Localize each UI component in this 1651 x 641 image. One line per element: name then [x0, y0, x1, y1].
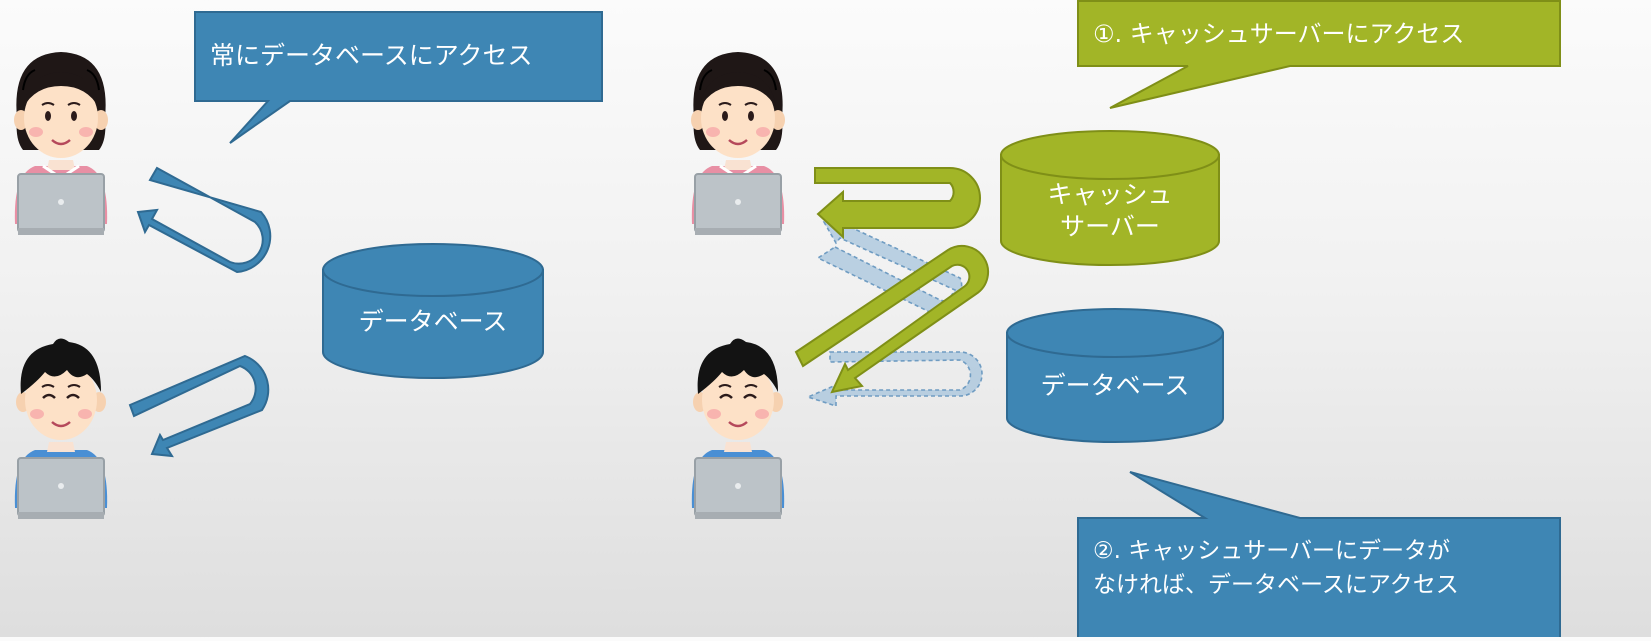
left-database-label: データベース — [359, 307, 508, 336]
right-database-label: データベース — [1041, 371, 1190, 400]
cache-server-label-line2: サーバー — [1060, 212, 1160, 241]
female-user-icon — [12, 50, 110, 237]
right-database-cylinder — [1006, 308, 1224, 443]
step2-callout-text-line1: ②. キャッシュサーバーにデータが — [1093, 538, 1450, 564]
step1-callout-bubble — [1077, 0, 1561, 109]
left-callout-bubble — [194, 11, 603, 144]
cache-response-diagonal-arrow — [794, 244, 990, 394]
female-user-icon-right — [689, 50, 787, 237]
step1-callout-text: ①. キャッシュサーバーにアクセス — [1093, 20, 1464, 48]
step2-callout-text-line2: なければ、データベースにアクセス — [1093, 572, 1459, 598]
faded-database-arrow-bottom — [805, 351, 983, 408]
cache-server-label-line1: キャッシュ — [1047, 180, 1172, 209]
faded-database-arrow-top — [816, 218, 963, 318]
left-callout-text: 常にデータベースにアクセス — [210, 41, 533, 70]
request-return-arrow-top — [136, 166, 272, 274]
request-return-arrow-bottom — [128, 354, 270, 458]
left-database-cylinder — [322, 243, 544, 379]
male-user-icon — [13, 337, 109, 521]
male-user-icon-right — [690, 337, 786, 521]
cache-server-cylinder — [1000, 130, 1220, 266]
cache-request-return-arrow — [814, 167, 981, 240]
